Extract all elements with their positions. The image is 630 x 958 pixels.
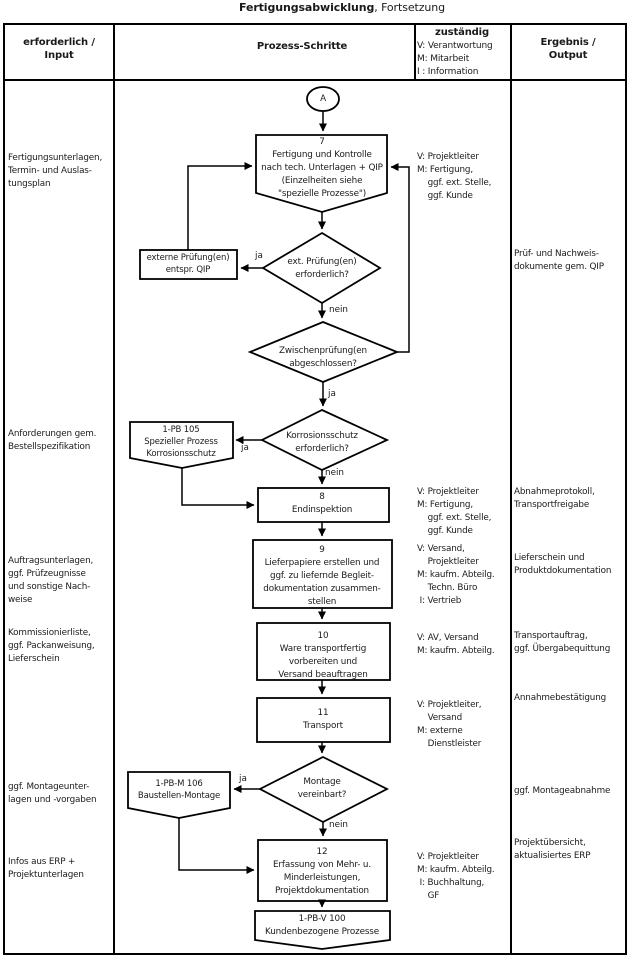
page-title: Fertigungsabwicklung, Fortsetzung xyxy=(239,1,445,14)
output-item-pruefdokumente: Prüf- und Nachweis- dokumente gem. QIP xyxy=(514,249,604,272)
header-responsible-label: zuständig xyxy=(435,27,489,38)
step8-label: 8 Endinspektion xyxy=(291,492,353,515)
output-item-lieferschein: Lieferschein und Produktdokumentation xyxy=(514,553,612,576)
header-bottom-border xyxy=(3,79,627,81)
output-item-projektuebersicht: Projektübersicht, aktualisiertes ERP xyxy=(514,838,591,861)
decision-corrosion-label: Korrosionsschutz erforderlich? xyxy=(286,431,358,454)
input-item-kommissionierliste: Kommissionierliste, ggf. Packanweisung, … xyxy=(8,628,95,664)
page-title-bold: Fertigungsabwicklung xyxy=(238,1,375,14)
responsible-step9: V: Versand, Projektleiter M: kaufm. Abte… xyxy=(417,544,495,606)
step8-shape xyxy=(257,487,390,523)
step11-label: 11 Transport xyxy=(303,708,343,731)
external-test-shape xyxy=(139,249,238,280)
ref-pb105-shape xyxy=(129,421,234,469)
responsible-step12: V: Projektleiter M: kaufm. Abteilg. I: B… xyxy=(417,852,495,901)
input-item-montageunterlagen: ggf. Montageunter- lagen und -vorgaben xyxy=(8,782,97,805)
step10-label: 10 Ware transportfertig vorbereiten und … xyxy=(278,631,368,680)
ref-pbm106-shape xyxy=(127,771,231,819)
input-item-auftragsunterlagen: Auftragsunterlagen, ggf. Prüfzeugnisse u… xyxy=(8,556,94,605)
decision-external-label: ext. Prüfung(en) erforderlich? xyxy=(287,257,357,280)
branch-label-yes-interim: ja xyxy=(328,389,336,399)
connector-a-label: A xyxy=(320,94,326,104)
step12-label: 12 Erfassung von Mehr- u. Minderleistung… xyxy=(273,847,371,896)
external-test-label: externe Prüfung(en) entspr. QIP xyxy=(146,253,230,275)
ref-pbv100-label: 1-PB-V 100 Kundenbezogene Prozesse xyxy=(265,914,379,937)
ref-pb105-label: 1-PB 105 Spezieller Prozess Korrosionssc… xyxy=(144,425,218,459)
arrow-pbm106-to-step12 xyxy=(178,818,255,874)
page-title-suffix: , Fortsetzung xyxy=(374,1,446,14)
input-item-anforderungen: Anforderungen gem. Bestellspezifikation xyxy=(8,429,97,452)
col-divider-input xyxy=(113,23,115,955)
input-item-infos-erp: Infos aus ERP + Projektunterlagen xyxy=(8,857,84,880)
branch-label-yes-montage: ja xyxy=(239,774,247,784)
step12-shape xyxy=(257,839,388,902)
col-divider-output xyxy=(510,23,512,955)
output-item-abnahmeprotokoll: Abnahmeprotokoll, Transportfreigabe xyxy=(514,487,595,510)
decision-montage-label: Montage vereinbart? xyxy=(297,777,347,800)
ref-pbm106-label: 1-PB-M 106 Baustellen-Montage xyxy=(137,779,221,801)
output-item-annahmebestaetigung: Annahmebestätigung xyxy=(514,693,607,703)
responsible-step8: V: Projektleiter M: Fertigung, ggf. ext.… xyxy=(417,487,492,536)
header-input-label: erforderlich / Input xyxy=(23,37,95,61)
output-item-transportauftrag: Transportauftrag, ggf. Übergabequittung xyxy=(514,631,611,654)
step11-shape xyxy=(256,697,391,743)
step9-shape xyxy=(252,539,393,609)
branch-label-yes-external: ja xyxy=(255,251,263,261)
branch-label-yes-corrosion: ja xyxy=(241,443,249,453)
arrow-pb105-to-step8 xyxy=(181,468,255,509)
responsible-step7: V: Projektleiter M: Fertigung, ggf. ext.… xyxy=(417,152,492,201)
input-item-fertigungsunterlagen: Fertigungsunterlagen, Termin- und Auslas… xyxy=(8,153,103,189)
header-process-label: Prozess-Schritte xyxy=(256,41,348,52)
arrow-external-test-back-to-step7 xyxy=(187,162,253,250)
branch-label-no-external: nein xyxy=(329,305,349,315)
step9-label: 9 Lieferpapiere erstellen und ggf. zu li… xyxy=(263,545,381,607)
header-divider-responsible xyxy=(414,23,416,81)
ref-pbv100-shape xyxy=(254,910,391,950)
branch-label-no-montage: nein xyxy=(329,820,349,830)
step7-shape xyxy=(255,134,388,213)
responsible-step11: V: Projektleiter, Versand M: externe Die… xyxy=(417,700,482,749)
step10-shape xyxy=(256,622,391,681)
responsible-step10: V: AV, Versand M: kaufm. Abteilg. xyxy=(417,633,495,656)
header-output-label: Ergebnis / Output xyxy=(540,37,596,61)
output-item-montageabnahme: ggf. Montageabnahme xyxy=(514,786,611,796)
arrow-interim-back-to-step7 xyxy=(390,163,410,353)
table-outer-border xyxy=(3,23,627,955)
header-responsible-legend: V: Verantwortung M: Mitarbeit I : Inform… xyxy=(417,41,493,77)
decision-interim-label: Zwischenprüfung(en abgeschlossen? xyxy=(279,346,367,369)
step7-label: 7 Fertigung und Kontrolle nach tech. Unt… xyxy=(261,137,383,199)
branch-label-no-corrosion: nein xyxy=(325,468,345,478)
